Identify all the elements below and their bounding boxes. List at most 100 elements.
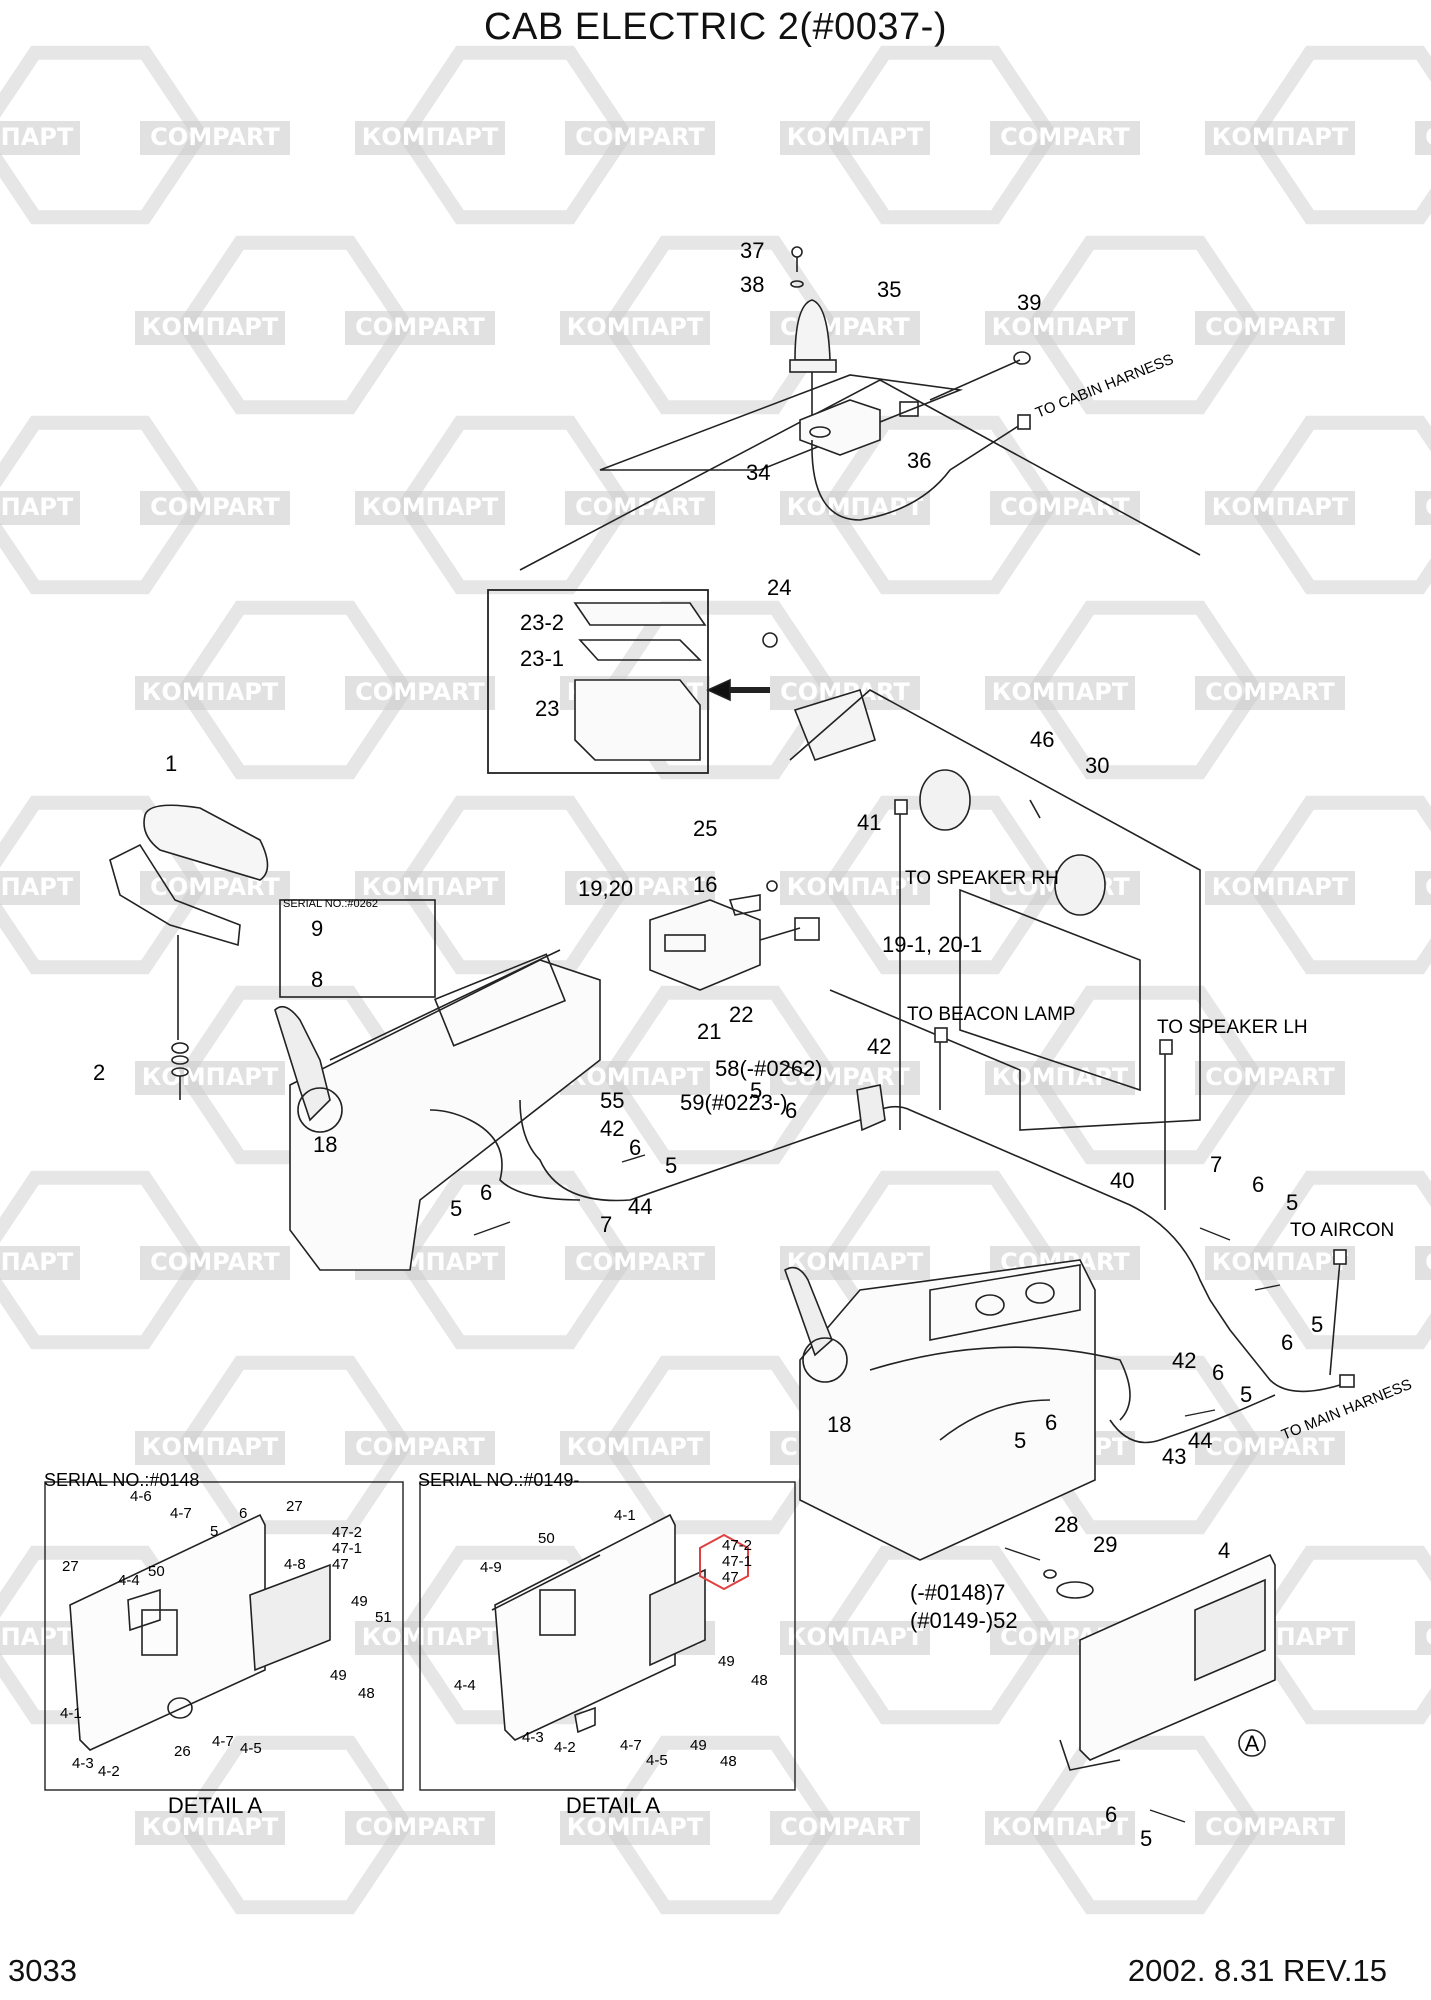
fuse-box-23 (574, 679, 701, 761)
detail-callout: 4-8 (284, 1556, 306, 1573)
watermark-text-ru: КОМПАРТ (142, 1813, 279, 1841)
page-title: CAB ELECTRIC 2(#0037-) (484, 6, 947, 48)
watermark-tile: КОМПАРТ COMPART (1205, 45, 1431, 225)
watermark-band (1415, 121, 1431, 155)
watermark-text-ru: КОМПАРТ (787, 873, 924, 901)
detail-callout: 47-1 (722, 1553, 752, 1570)
watermark-text-en: COMPART (1000, 493, 1130, 521)
watermark-text-en: COMPART (355, 1433, 485, 1461)
callout-number: 30 (1085, 753, 1109, 778)
watermark-text-en: COMPART (780, 1813, 910, 1841)
washer-38 (790, 280, 804, 288)
detail-callout: 47 (722, 1569, 739, 1586)
watermark-text-ru: КОМПАРТ (0, 493, 74, 521)
watermark-hexagon (0, 1170, 209, 1350)
callout-number: 7 (600, 1212, 612, 1237)
watermark-text-en: COMPART (150, 123, 280, 151)
callout-number: 5 (1240, 1382, 1252, 1407)
detail-callout: 4-7 (212, 1733, 234, 1750)
watermark-text-ru: КОМПАРТ (787, 493, 924, 521)
callout-number: 43 (1162, 1444, 1186, 1469)
watermark-text-ru: КОМПАРТ (787, 1248, 924, 1276)
watermark-band (780, 121, 930, 155)
callout-number: 46 (1030, 727, 1054, 752)
callout-number: 58(-#0262) (715, 1056, 823, 1081)
speaker-rh-30 (1054, 854, 1106, 916)
callout-number: 23 (535, 696, 559, 721)
bolt-37 (791, 246, 803, 258)
callout-number: 1 (165, 751, 177, 776)
callout-number: 24 (767, 575, 791, 600)
watermark-band (565, 1246, 715, 1280)
watermark-text-ru: КОМПАРТ (1212, 1248, 1349, 1276)
watermark-text-ru: КОМПАРТ (992, 678, 1129, 706)
watermark-band (355, 121, 505, 155)
watermark-text-en: COMPART (355, 313, 485, 341)
watermark-band (770, 1811, 920, 1845)
callout-number: 6 (629, 1135, 641, 1160)
bracket-16 (728, 894, 761, 916)
routing-label: TO SPEAKER LH (1157, 1017, 1308, 1038)
watermark-band (985, 676, 1135, 710)
watermark-text-en: COMPART (1425, 493, 1431, 521)
detail-right-caption: DETAIL A (566, 1793, 660, 1818)
main-harness-40 (519, 1099, 1341, 1393)
callout-number: 42 (867, 1034, 891, 1059)
detail-callout: 27 (62, 1558, 79, 1575)
connector-36 (899, 401, 919, 417)
detail-callout: 4-1 (614, 1507, 636, 1524)
detail-callout: 4-3 (522, 1729, 544, 1746)
watermark-band (1195, 1061, 1345, 1095)
watermark-text-en: COMPART (1425, 123, 1431, 151)
watermark-text-en: COMPART (1425, 873, 1431, 901)
callout-number: 4 (1218, 1538, 1230, 1563)
watermark-text-en: COMPART (1205, 678, 1335, 706)
detail-callout: 51 (375, 1609, 392, 1626)
watermark-band (985, 1811, 1135, 1845)
serial-note-small: SERIAL NO.:#0262 (283, 898, 378, 910)
callout-number: 41 (857, 810, 881, 835)
watermark-band (565, 871, 715, 905)
grommet-39 (1013, 351, 1031, 365)
watermark-text-ru: КОМПАРТ (1212, 123, 1349, 151)
watermark-band (1195, 1811, 1345, 1845)
callout-number: 8 (311, 967, 323, 992)
watermark-band (135, 1431, 285, 1465)
watermark-text-en: COMPART (1205, 1063, 1335, 1091)
watermark-hexagon (0, 795, 209, 975)
detail-callout: 26 (174, 1743, 191, 1760)
fuse-box-detail-frame (487, 589, 709, 774)
callout-number: 18 (827, 1412, 851, 1437)
detail-callout: 4-6 (130, 1488, 152, 1505)
watermark-text-ru: КОМПАРТ (362, 873, 499, 901)
watermark-band (1195, 1431, 1345, 1465)
watermark-band (780, 871, 930, 905)
callout-number: 6 (1252, 1172, 1264, 1197)
callout-number: 5 (1311, 1312, 1323, 1337)
watermark-band (0, 1246, 80, 1280)
callout-number: 6 (480, 1180, 492, 1205)
harness-right (1109, 1394, 1276, 1444)
watermark-text-en: COMPART (150, 1248, 280, 1276)
watermark-band (780, 1621, 930, 1655)
watermark-text-ru: КОМПАРТ (787, 123, 924, 151)
watermark-text-en: COMPART (575, 1248, 705, 1276)
watermark-band (0, 1621, 80, 1655)
watermark-hexagon (0, 45, 209, 225)
callout-number: 35 (877, 277, 901, 302)
watermark-text-en: COMPART (1205, 313, 1335, 341)
page-number: 3033 (8, 1953, 77, 1988)
detail-callout: 4-7 (170, 1505, 192, 1522)
beacon-lamp (794, 299, 831, 361)
watermark-band (345, 676, 495, 710)
detail-callout: 4-4 (454, 1677, 476, 1694)
